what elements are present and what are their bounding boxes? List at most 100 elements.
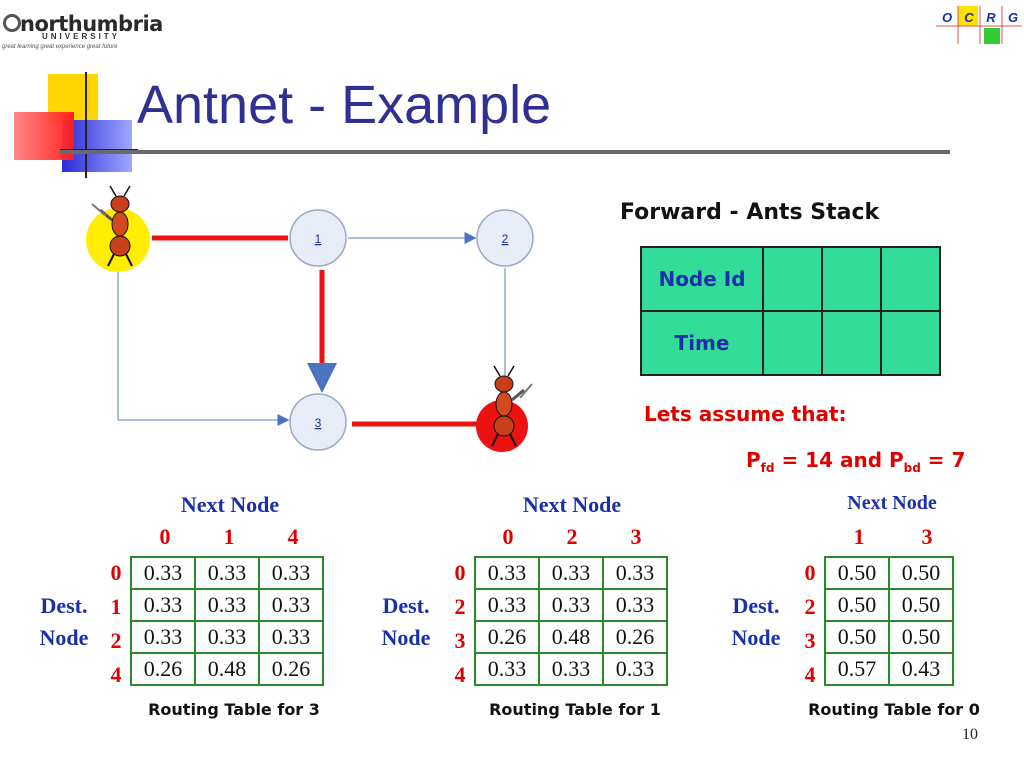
row-label: 2 [110,628,122,653]
row-label: 2 [804,594,816,619]
stack-title: Forward - Ants Stack [620,200,880,225]
column-label: 4 [287,524,299,549]
dest-label-line: Dest. [382,593,430,618]
ant-icon [91,185,133,267]
stack-cell [821,310,882,376]
node-3 [289,393,347,451]
ant-icon [491,365,533,447]
row-label: 1 [110,594,122,619]
table-cell: 0.50 [888,588,954,622]
row-label: 4 [454,662,466,687]
dest-label-line: Dest. [732,593,780,618]
node-2 [476,209,534,267]
column-label: 1 [223,524,235,549]
table-cell: 0.33 [474,652,540,686]
table-cell: 0.50 [824,556,890,590]
table-cell: 0.33 [258,556,324,590]
column-label: 3 [630,524,642,549]
next-node-header: Next Node [522,492,622,517]
dest-label-line: Node [39,625,89,650]
next-node-header: Next Node [180,492,280,517]
dest-label-line: Node [731,625,781,650]
university-tagline: great learning great experience great fu… [2,44,118,50]
table-cell: 0.33 [538,588,604,622]
table-cell: 0.57 [824,652,890,686]
stack-row-label: Time [640,310,764,376]
ocrg-letter-c: C [964,10,974,25]
dest-label-line: Node [381,625,431,650]
stack-cell [880,310,941,376]
row-label: 0 [454,560,466,585]
table-cell: 0.50 [824,588,890,622]
formula-sub-bd: bd [903,461,921,475]
table-cell: 0.50 [888,620,954,654]
table-cell: 0.50 [888,556,954,590]
table-cell: 0.33 [130,556,196,590]
row-label: 0 [804,560,816,585]
node-1-label: 1 [315,232,322,246]
dest-label-line: Dest. [40,593,88,618]
stack-cell [762,246,823,312]
table-cell: 0.33 [194,556,260,590]
table-cell: 0.33 [602,556,668,590]
table-cell: 0.33 [538,652,604,686]
routing-table-caption: Routing Table for 1 [489,700,661,719]
stack-cell [762,310,823,376]
row-label: 4 [804,662,816,687]
node-1 [289,209,347,267]
dest-node-label: Dest. Node [368,590,444,654]
row-label: 3 [454,628,466,653]
row-label: 0 [110,560,122,585]
decorative-squares [14,72,138,178]
formula-sub-fd: fd [760,461,775,475]
dest-row-labels: 0 2 3 4 [798,556,822,692]
formula-end: = 7 [920,448,966,472]
table-cell: 0.33 [130,588,196,622]
ant-stack-table: Node Id Time [640,246,941,376]
column-label: 0 [502,524,514,549]
table-cell: 0.26 [130,652,196,686]
column-label: 2 [566,524,578,549]
slide-title: Antnet - Example [137,75,552,135]
ocrg-letter-g: G [1008,10,1018,25]
table-cell: 0.26 [474,620,540,654]
university-logo-sub: UNIVERSITY [42,32,121,41]
row-label: 4 [110,662,122,687]
column-label: 0 [159,524,171,549]
ocrg-letter-o: O [942,10,952,25]
table-cell: 0.33 [474,556,540,590]
table-cell: 0.26 [602,620,668,654]
table-cell: 0.33 [258,620,324,654]
routing-table-caption: Routing Table for 3 [148,700,320,719]
table-cell: 0.33 [194,588,260,622]
next-node-header: Next Node [847,492,937,514]
network-graph: 1 2 3 [86,185,534,452]
column-label: 1 [853,524,865,549]
dest-node-label: Dest. Node [718,590,794,654]
table-cell: 0.33 [130,620,196,654]
page-number: 10 [962,726,978,743]
node-2-label: 2 [502,232,509,246]
table-cell: 0.48 [194,652,260,686]
title-divider [60,150,950,154]
routing-table-caption: Routing Table for 0 [808,700,980,719]
dest-row-labels: 0 1 2 4 [104,556,128,692]
table-cell: 0.33 [474,588,540,622]
node-3-label: 3 [315,416,322,430]
assumption-heading: Lets assume that: [644,402,847,426]
ocrg-logo: O C R G [936,6,1022,44]
formula-middle: = 14 and P [774,448,904,472]
table-cell: 0.50 [824,620,890,654]
column-label: 3 [921,524,933,549]
table-cell: 0.33 [258,588,324,622]
dest-row-labels: 0 2 3 4 [448,556,472,692]
stack-cell [821,246,882,312]
university-logo-mark [3,14,21,32]
table-cell: 0.33 [602,652,668,686]
row-label: 2 [454,594,466,619]
dest-node-label: Dest. Node [26,590,102,654]
stack-row-label: Node Id [640,246,764,312]
